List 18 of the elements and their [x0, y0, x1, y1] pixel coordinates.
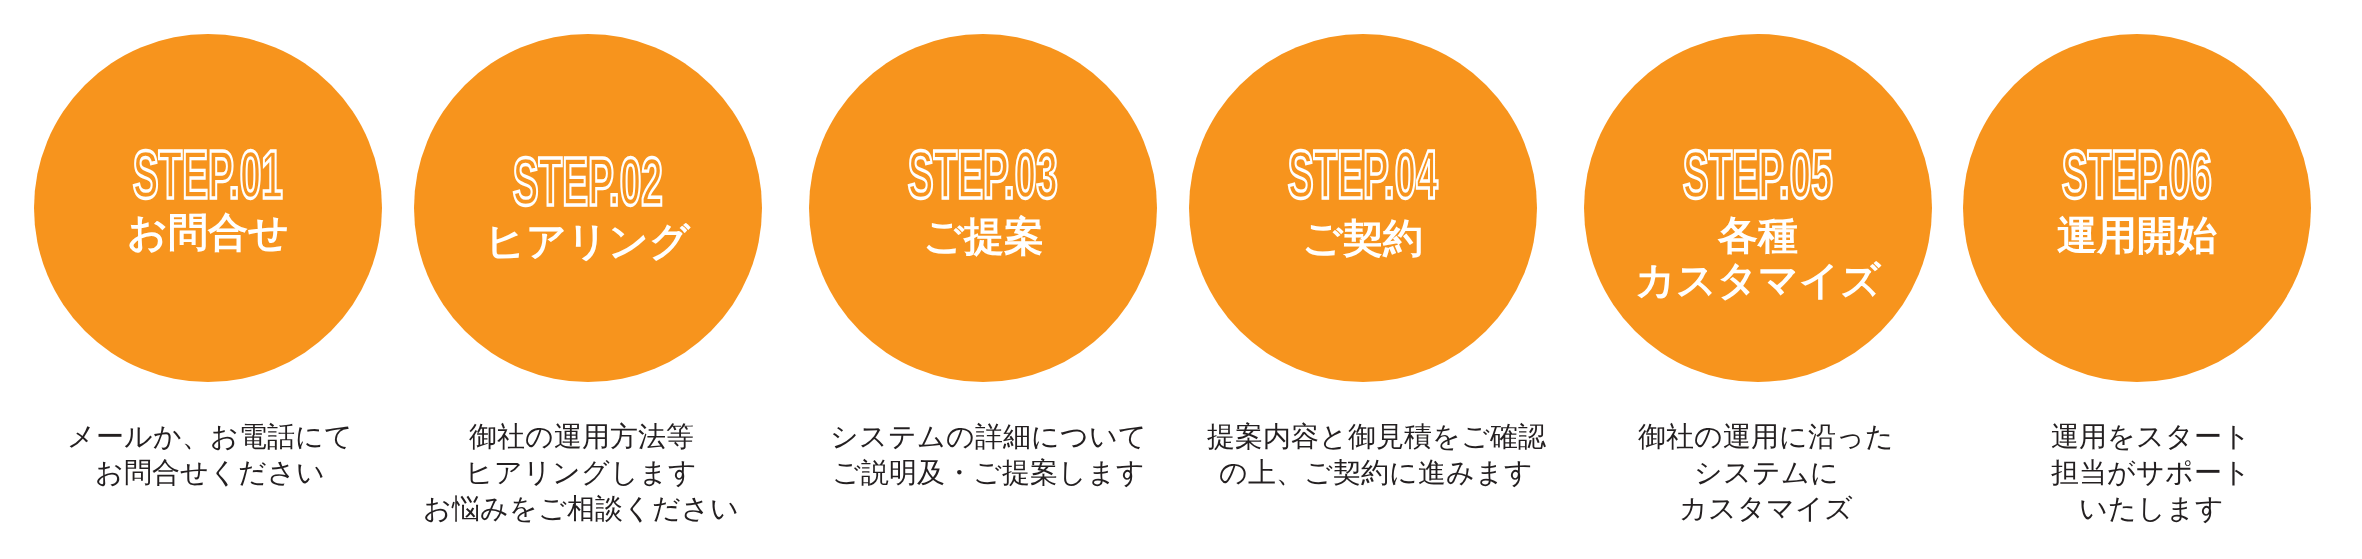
- step-description: 御社の運用に沿ったシステムにカスタマイズ: [1638, 419, 1894, 527]
- step-number: STEP.05: [1682, 140, 1833, 208]
- step-number: STEP.02: [512, 147, 663, 215]
- step-description: メールか、お電話にてお問合せください: [67, 419, 353, 491]
- step-description: 提案内容と御見積をご確認の上、ご契約に進みます: [1206, 419, 1546, 491]
- step-description: 運用をスタート担当がサポートいたします: [2051, 419, 2251, 527]
- step-title: ご契約: [1302, 216, 1423, 261]
- step-title: ご提案: [922, 214, 1044, 259]
- step-description: システムの詳細についてご説明及・ご提案します: [829, 419, 1147, 491]
- step-title: 各種カスタマイズ: [1634, 213, 1881, 303]
- step-title: 運用開始: [2056, 213, 2217, 258]
- step-number: STEP.04: [1287, 140, 1438, 208]
- step-title: お問合せ: [126, 210, 289, 255]
- step-description: 御社の運用方法等ヒアリングしますお悩みをご相談ください: [423, 419, 739, 527]
- step-number: STEP.06: [2061, 140, 2212, 208]
- step-number: STEP.03: [907, 140, 1059, 208]
- step-title: ヒアリング: [485, 219, 690, 264]
- step-number: STEP.01: [132, 140, 283, 208]
